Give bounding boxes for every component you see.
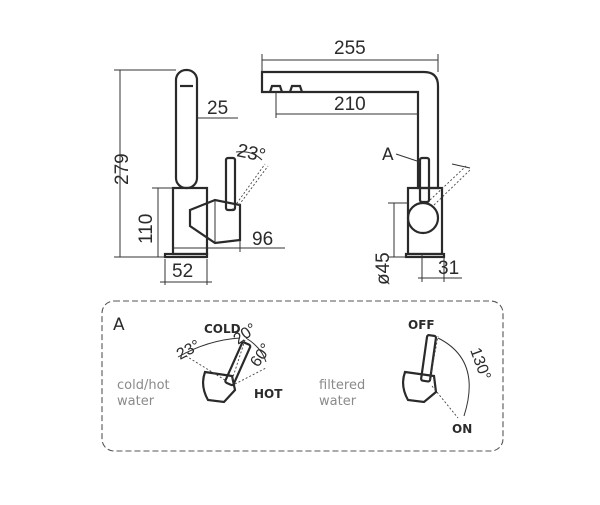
- dim-handle-angle: 23°: [235, 140, 267, 167]
- angle-60-label: 60°: [247, 341, 275, 371]
- angle-130-label: 130°: [466, 346, 493, 383]
- filtered-desc-line1: filtered: [319, 378, 365, 393]
- dim-height-total: 279: [112, 153, 133, 185]
- filtered-desc-line2: water: [319, 394, 357, 409]
- section-marker-a: A: [382, 145, 394, 165]
- detail-title: A: [113, 315, 125, 335]
- side-handle-lever: [224, 156, 237, 212]
- front-aerator: [268, 84, 304, 93]
- cold-hot-desc-line2: water: [117, 394, 155, 409]
- filtered-lever: [420, 334, 438, 383]
- dim-base-width: 52: [172, 261, 193, 282]
- front-base: [404, 252, 446, 259]
- dim-base-diameter: ø45: [373, 252, 394, 285]
- side-base: [163, 252, 209, 259]
- detail-filtered: filtered water OFF ON 130°: [319, 318, 494, 436]
- front-filter-lever: [418, 156, 431, 204]
- front-view: 255 210 A ø45 31: [260, 38, 471, 285]
- dim-body-height: 110: [136, 214, 157, 244]
- hot-label: HOT: [254, 387, 283, 401]
- side-view: 279 110 25 23° 96 52: [112, 68, 285, 285]
- cold-hot-desc-line1: cold/hot: [117, 378, 170, 393]
- cold-hot-body: [201, 370, 237, 404]
- dim-spout-offset: 25: [207, 98, 228, 119]
- detail-frame: [101, 300, 504, 452]
- off-label: OFF: [408, 318, 435, 332]
- front-spout: [260, 70, 440, 190]
- dim-total-reach: 255: [334, 38, 366, 59]
- filtered-body: [401, 370, 438, 404]
- on-label: ON: [452, 422, 472, 436]
- detail-cold-hot: cold/hot water COLD HOT 23° 20° 60°: [117, 320, 283, 409]
- dim-base-offset: 31: [438, 258, 459, 279]
- dim-handle-reach: 96: [252, 229, 273, 250]
- cold-label: COLD: [204, 322, 241, 336]
- front-handle-knob: [406, 201, 440, 235]
- side-spout-tube: [174, 68, 199, 190]
- angle-23-label: 23°: [174, 337, 203, 363]
- dim-spout-reach: 210: [334, 94, 366, 115]
- detail-box-a: A cold/hot water COLD HOT 23° 20° 60° fi…: [101, 300, 504, 452]
- cold-hot-lever: [224, 341, 252, 387]
